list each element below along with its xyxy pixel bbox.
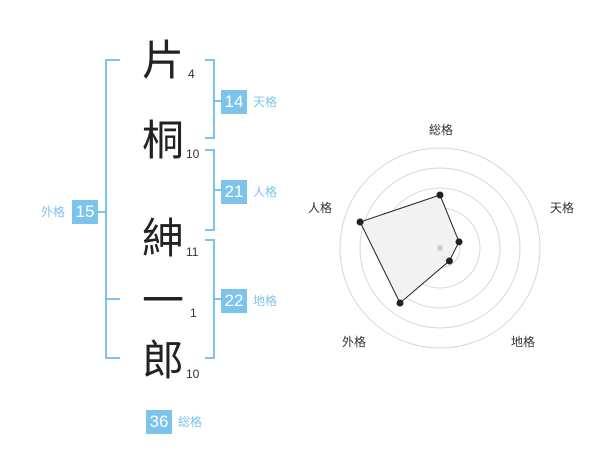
name-char-4: 一 <box>142 276 185 325</box>
radar-label-bottom-right: 地格 <box>511 334 535 349</box>
radar-point-gaikaku <box>396 299 404 307</box>
soukaku-label: 総格 <box>178 415 203 429</box>
gaikaku-label: 外格 <box>41 205 66 219</box>
jinkaku-label: 人格 <box>253 185 278 199</box>
soukaku-badge: 36 <box>146 410 172 434</box>
chikaku-badge: 22 <box>221 289 247 313</box>
radar-ring-4 <box>359 167 521 329</box>
name-char-3: 紳 <box>142 214 185 263</box>
radar-center-dot <box>437 245 443 251</box>
radar-label-top: 総格 <box>429 122 453 137</box>
radar-point-chikaku <box>445 257 453 265</box>
stroke-count-1: 4 <box>188 67 195 81</box>
radar-ring-5 <box>339 147 541 349</box>
radar-point-tenkaku <box>455 238 463 246</box>
radar-label-left: 人格 <box>308 200 332 215</box>
radar-point-jinkaku <box>356 218 364 226</box>
tenkaku-badge: 14 <box>221 90 247 114</box>
name-char-2: 桐 <box>142 116 185 165</box>
stroke-count-5: 10 <box>186 367 200 381</box>
radar-shape <box>359 194 460 304</box>
name-char-5: 郎 <box>142 336 185 385</box>
radar-label-right: 天格 <box>550 200 574 215</box>
tenkaku-label: 天格 <box>253 95 278 109</box>
radar-label-bottom-left: 外格 <box>342 334 366 349</box>
name-char-1: 片 <box>142 36 185 85</box>
stroke-count-2: 10 <box>186 147 200 161</box>
stroke-count-3: 11 <box>186 245 199 259</box>
gaikaku-badge: 15 <box>72 200 98 224</box>
radar-point-soukaku <box>436 191 444 199</box>
stroke-count-4: 1 <box>190 306 197 320</box>
jinkaku-badge: 21 <box>221 180 247 204</box>
chikaku-label: 地格 <box>253 294 278 308</box>
